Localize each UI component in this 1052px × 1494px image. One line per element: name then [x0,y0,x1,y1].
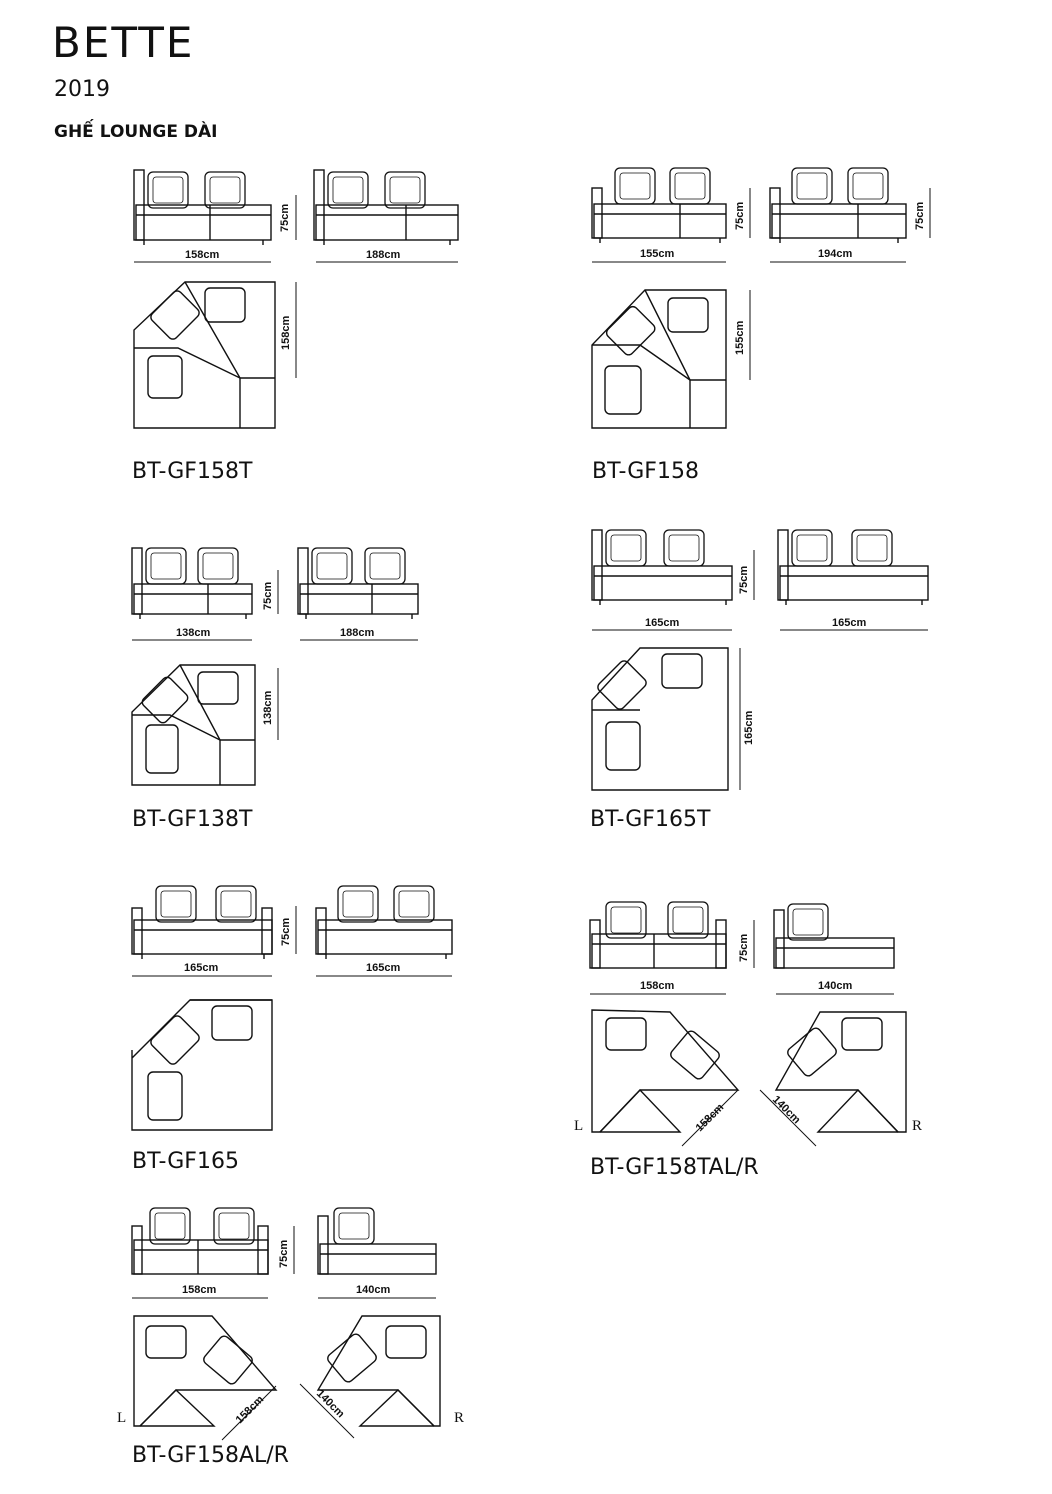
front-view [131,1207,269,1275]
front-view [317,1207,437,1275]
top-view-left [133,1315,278,1427]
model-bt-gf158: 155cm 75cm 194cm 75cm 155cm BT-GF158 [591,167,931,484]
dimension-label: 75cm [278,1240,290,1268]
front-view [131,547,253,619]
top-view-left [591,1009,740,1133]
front-view [313,169,459,245]
top-view-right [774,1011,907,1133]
front-view [769,167,907,243]
model-code: BT-GF138T [132,807,253,832]
product-category: GHẾ LOUNGE DÀI [54,122,218,142]
dimension-label: 155cm [734,321,746,355]
model-code: BT-GF158 [592,459,699,484]
dimension-label: 75cm [734,202,746,230]
dimension-label: 140cm [314,1388,347,1421]
dimension-label: 75cm [738,934,750,962]
dimension-label: 158cm [640,980,674,992]
model-code: BT-GF158AL/R [132,1443,289,1468]
top-view [591,289,727,429]
model-bt-gf158al-r: 158cm 75cm 140cm 158cm L 140cm R BT-GF [117,1207,464,1468]
dimension-label: 194cm [818,248,852,260]
top-view [131,999,273,1131]
dimension-label: 165cm [743,711,755,745]
dimension-label: 165cm [832,617,866,629]
dimension-label: 140cm [818,980,852,992]
dimension-label: 158cm [234,1393,267,1426]
model-bt-gf165t: 165cm 75cm 165cm 165cm BT-GF165T [590,529,929,832]
model-bt-gf158t: 158cm 188cm 75cm 158cm BT-GF158T [132,169,459,484]
model-bt-gf165: 165cm 165cm 75cm BT-GF165 [131,885,453,1174]
right-label: R [454,1410,464,1426]
dimension-label: 165cm [366,962,400,974]
dimension-label: 138cm [262,691,274,725]
model-bt-gf138t: 138cm 188cm 75cm 138cm BT-GF138T [131,547,419,832]
left-label: L [117,1410,126,1426]
dimension-label: 155cm [640,248,674,260]
dimension-label: 188cm [340,627,374,639]
top-view [591,647,729,791]
front-view [297,547,419,619]
top-view-right [316,1315,441,1427]
dimension-label: 75cm [914,202,926,230]
model-bt-gf158tal-r: 158cm 75cm 140cm 158cm L 140cm R BT-GF [574,901,922,1180]
model-code: BT-GF165T [590,807,711,832]
left-label: L [574,1118,583,1134]
dimension-label: 158cm [280,316,292,350]
brand-year: 2019 [54,77,110,102]
front-view [591,167,727,243]
dimension-label: 140cm [356,1284,390,1296]
model-code: BT-GF165 [132,1149,239,1174]
dimension-label: 75cm [279,204,291,232]
model-code: BT-GF158T [132,459,253,484]
dimension-label: 75cm [280,918,292,946]
model-code: BT-GF158TAL/R [590,1155,759,1180]
front-view [315,885,453,959]
right-label: R [912,1118,922,1134]
page-header: BETTE 2019 GHẾ LOUNGE DÀI [0,0,1052,160]
dimension-label: 188cm [366,249,400,261]
dimension-label: 165cm [645,617,679,629]
dimension-label: 140cm [770,1094,803,1127]
front-view [777,529,929,605]
top-view [133,281,276,429]
dimension-label: 138cm [176,627,210,639]
front-view [773,903,895,969]
dimension-label: 158cm [185,249,219,261]
dimension-label: 75cm [262,582,274,610]
front-view [589,901,727,969]
dimension-label: 75cm [738,566,750,594]
front-view [131,885,273,959]
dimension-label: 165cm [184,962,218,974]
top-view [131,664,256,786]
brand-title: BETTE [52,18,195,67]
front-view [591,529,733,605]
dimension-label: 158cm [182,1284,216,1296]
front-view [133,169,272,245]
dimension-label: 158cm [694,1101,727,1134]
